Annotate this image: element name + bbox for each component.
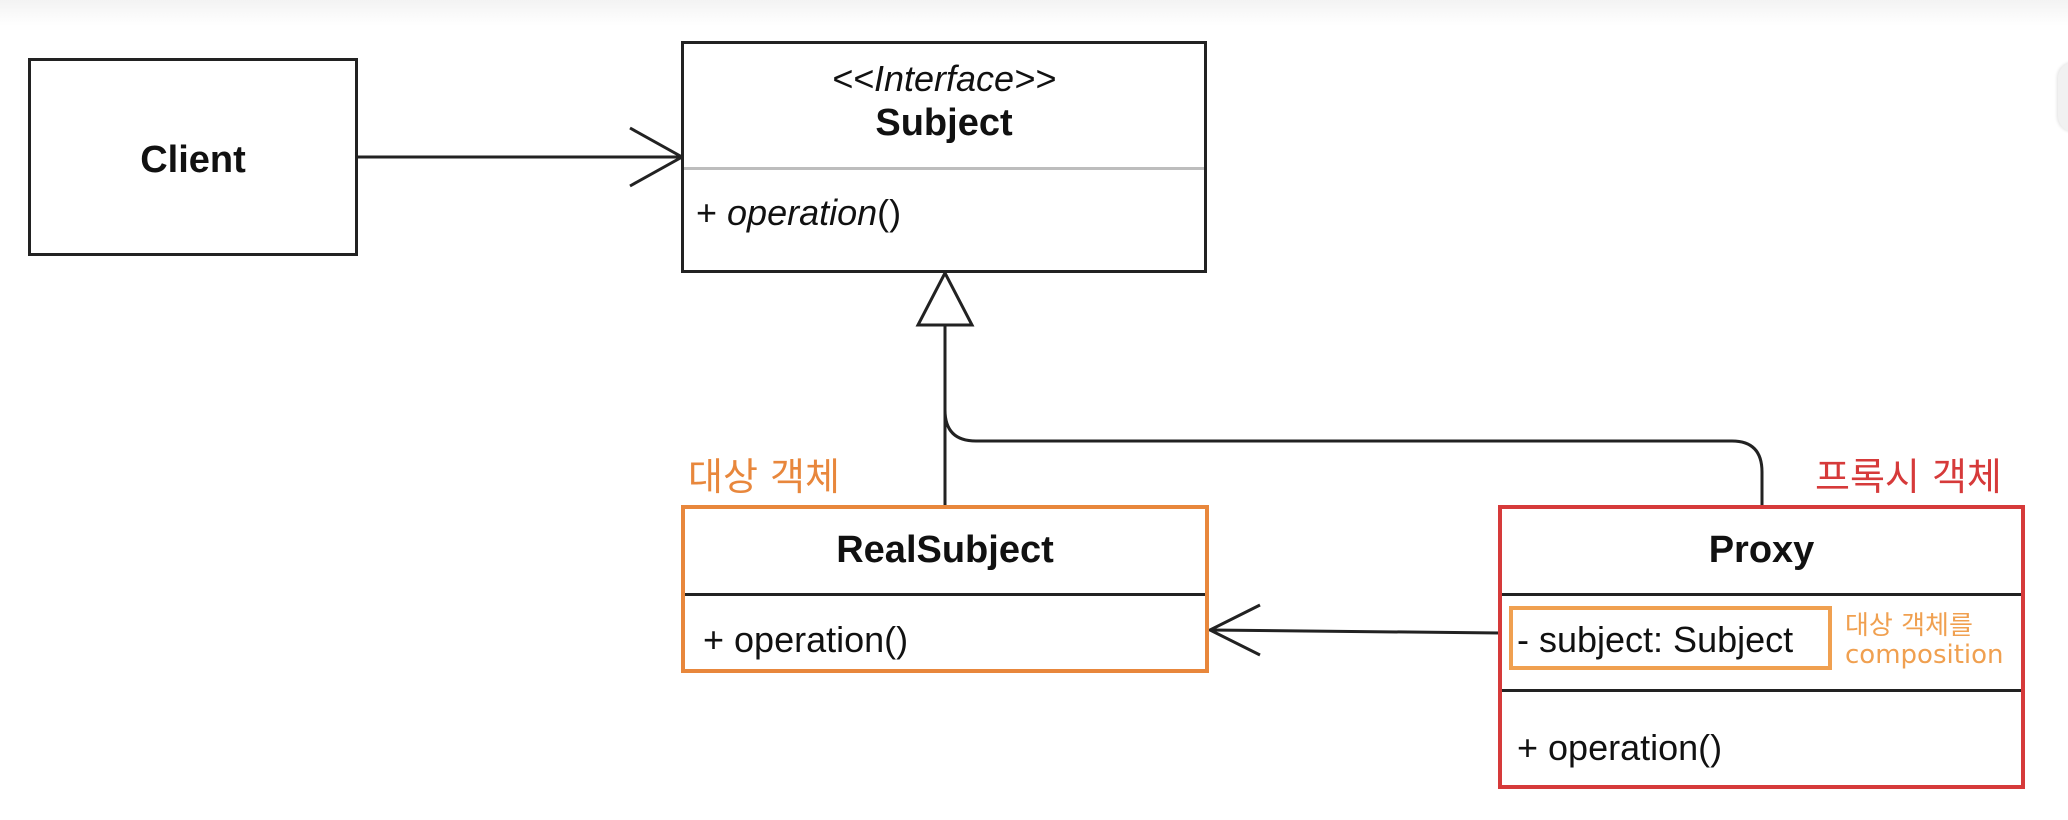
client-class-box[interactable]: Client: [28, 58, 358, 256]
subject-divider: [684, 167, 1204, 170]
proxy-class-name: Proxy: [1708, 529, 1815, 571]
proxy-field: - subject: Subject: [1517, 619, 1794, 660]
subject-class-name: Subject: [875, 102, 1013, 144]
client-subject-association: [356, 126, 686, 188]
proxy-realsubject-association: [1206, 603, 1501, 657]
association-line: [1209, 628, 1501, 635]
operation-name: operation: [727, 192, 878, 233]
realsubject-class-name: RealSubject: [836, 529, 1054, 571]
proxy-annotation: 프록시 객체: [1815, 455, 2002, 499]
proxy-field-note-line2: composition: [1845, 640, 2004, 670]
proxy-divider-top: [1502, 593, 2021, 596]
proxy-operation: + operation(): [1517, 727, 1723, 768]
subject-operation: + operation(): [696, 192, 901, 234]
realsubject-divider: [685, 593, 1205, 596]
client-class-name: Client: [140, 139, 246, 181]
hollow-triangle-arrowhead: [915, 269, 975, 327]
realsubject-annotation: 대상 객체: [688, 455, 840, 499]
subject-interface-box[interactable]: <<Interface>> Subject + operation(): [681, 41, 1207, 273]
inheritance-connector: [915, 269, 1764, 505]
realsubject-operation: + operation(): [703, 619, 909, 660]
proxy-field-highlight: [1509, 606, 1832, 670]
open-arrowhead: [1206, 603, 1261, 657]
proxy-divider-bottom: [1502, 689, 2021, 692]
operation-visibility: +: [696, 192, 728, 233]
realsubject-class-box[interactable]: RealSubject + operation(): [681, 505, 1209, 673]
operation-parens: (): [877, 192, 902, 233]
proxy-inheritance-line: [943, 409, 1764, 505]
subject-stereotype: <<Interface>>: [831, 58, 1057, 99]
proxy-field-note-line1: 대상 객체를: [1845, 611, 1973, 641]
proxy-class-box[interactable]: Proxy - subject: Subject 대상 객체를 composit…: [1498, 505, 2025, 789]
side-panel-tab[interactable]: [2058, 62, 2068, 132]
